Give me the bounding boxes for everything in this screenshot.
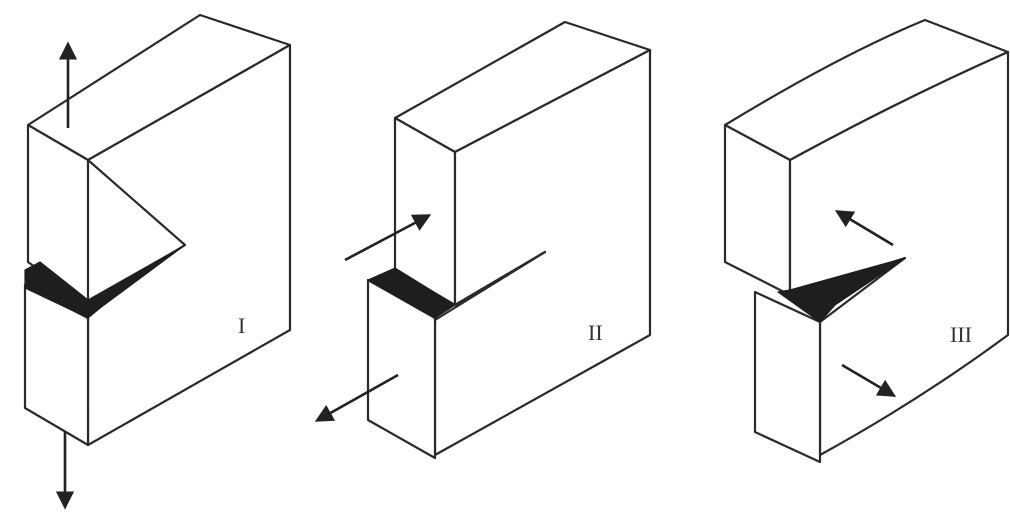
mode-3-upper-arrow [834,210,894,247]
mode-1-label: I [238,313,245,338]
mode-1-crack [24,244,186,319]
mode-2-left-arrow [314,373,399,422]
mode-3-lower-block [753,290,822,464]
mode-2-label: II [588,320,603,345]
mode-3-label: III [950,322,972,347]
mode-3-upper-block [723,18,1010,457]
mode-1-specimen: I [23,13,292,510]
mode-1-upper-block [26,13,292,447]
mode-3-lower-arrow [841,363,897,397]
mode-3-lower-front-face [753,290,822,464]
mode-3-specimen: III [723,18,1010,464]
mode-2-right-arrow [344,214,432,262]
mode-3-crack [777,257,906,323]
mode-2-specimen: II [314,20,652,460]
mode-3-side-face [788,50,1010,457]
mode-2-crack-front-line [453,250,547,307]
